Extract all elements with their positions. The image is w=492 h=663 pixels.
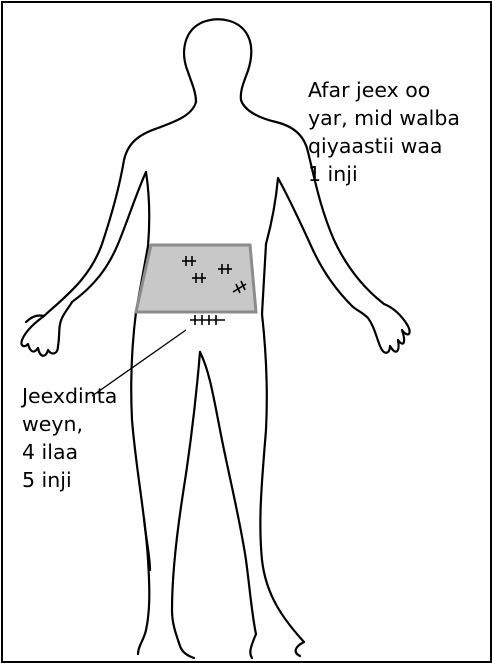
large-incision-label: Jeexdinta weyn, 4 ilaa 5 inji xyxy=(22,382,162,494)
small-incisions-label: Afar jeex oo yar, mid walba qiyaastii wa… xyxy=(308,76,488,188)
large-incision xyxy=(190,315,225,325)
